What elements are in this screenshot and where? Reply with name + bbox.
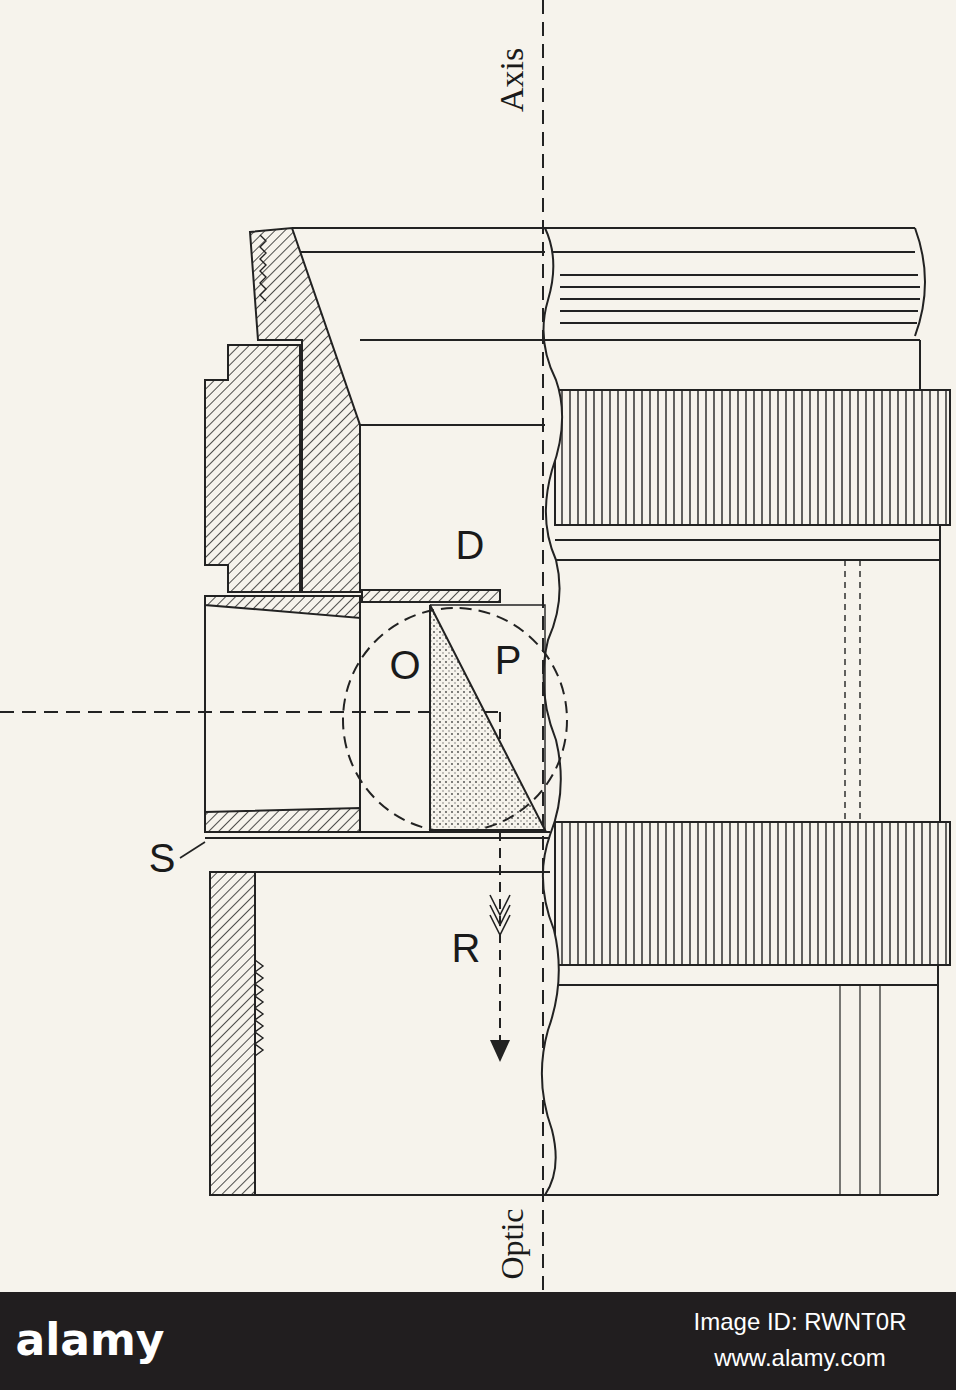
ray-letter: R xyxy=(452,928,481,968)
part-letter: O xyxy=(389,645,420,685)
axis-label: Optic xyxy=(496,1208,528,1279)
watermark-logo: alamy xyxy=(16,1318,165,1362)
prism xyxy=(430,605,545,830)
watermark-banner xyxy=(0,1292,956,1390)
part-letter: D xyxy=(456,525,485,565)
part-letter: S xyxy=(149,838,176,878)
part-letter: P xyxy=(495,640,522,680)
watermark-url: www.alamy.com xyxy=(714,1346,886,1370)
prism-circle xyxy=(343,608,567,832)
axis-label: Axis xyxy=(495,48,529,112)
watermark-id: Image ID: RWNT0R xyxy=(694,1310,907,1334)
incoming-ray xyxy=(0,711,500,713)
outer-threads xyxy=(292,228,925,390)
